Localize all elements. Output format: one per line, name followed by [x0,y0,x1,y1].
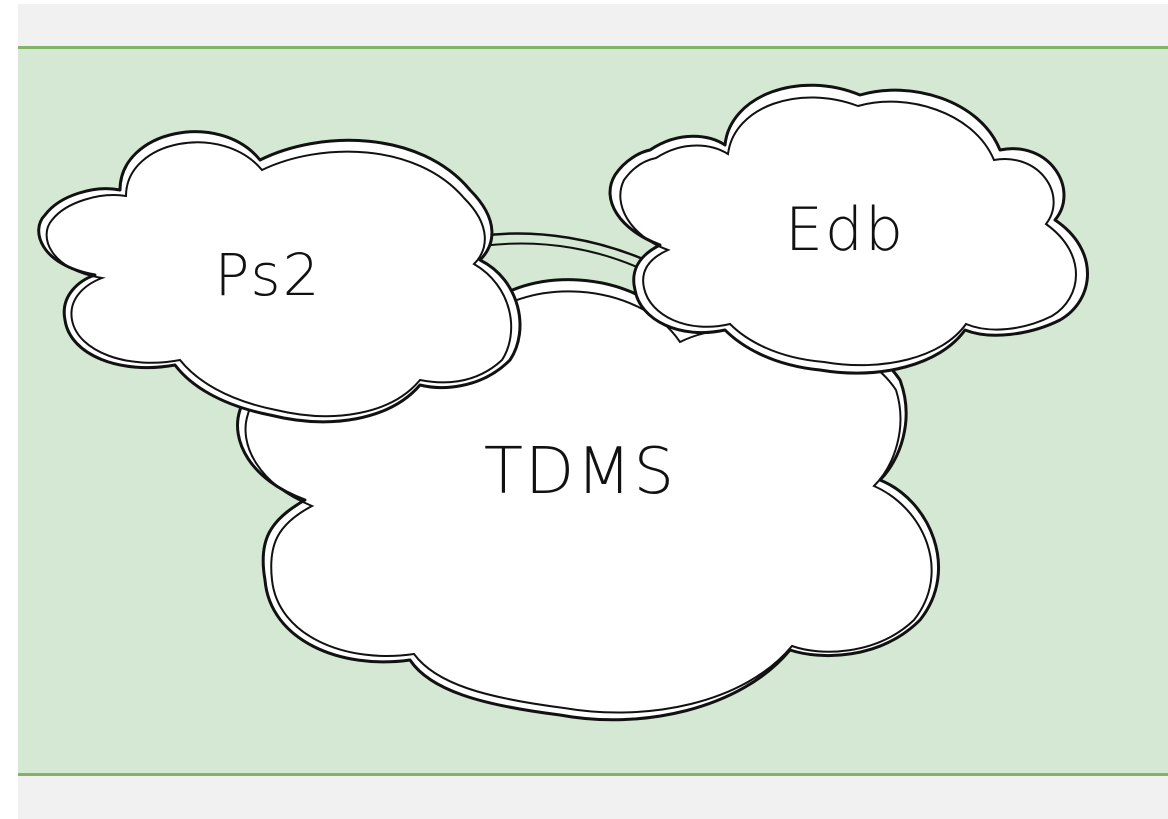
connector-ps2-edb [479,232,651,273]
ps2-label: Ps2 [214,241,321,309]
top-strip [18,4,1168,46]
cloud-edb[interactable]: Edb [608,83,1089,375]
tdms-label: TDMS [484,435,676,509]
bottom-strip [18,776,1168,819]
cloud-ps2[interactable]: Ps2 [37,130,522,424]
edb-label: Edb [785,195,905,265]
